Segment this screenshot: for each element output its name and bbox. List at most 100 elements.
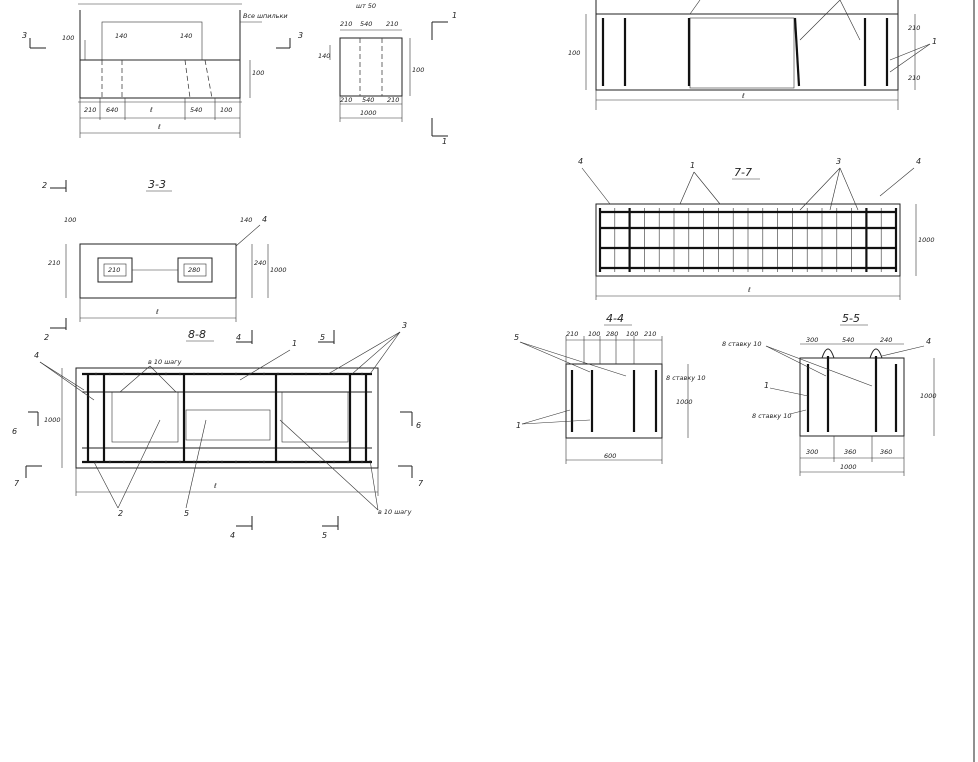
- rebar-dot: [346, 460, 350, 464]
- dim-55-1000-v: 1000: [920, 392, 937, 400]
- mark-88-2: 2: [118, 509, 123, 518]
- mark-55-1: 1: [764, 381, 769, 390]
- section-5-5: 5-5 300 540 240 300 360 360 1000 1000 8 …: [722, 312, 937, 476]
- callout-88-bottom: в 10 шагу: [378, 508, 412, 516]
- dim-33-210: 210: [48, 259, 60, 267]
- mark-3-left: 3: [22, 31, 27, 40]
- rebar-dot: [108, 372, 112, 376]
- dim-55-300: 300: [806, 336, 818, 344]
- rebar-dot: [318, 372, 322, 376]
- rebar-dot: [206, 460, 210, 464]
- mark-5-bottom: 5: [322, 531, 327, 540]
- rebar-dot: [332, 372, 336, 376]
- dim-540: 540: [190, 106, 202, 114]
- rebar-dot: [150, 460, 154, 464]
- dim-44-210-b: 210: [644, 330, 656, 338]
- dim-100: 100: [220, 106, 232, 114]
- rebar-dot: [290, 460, 294, 464]
- callout-55-a: 8 ставку 10: [722, 340, 762, 348]
- dim-55-300-b: 300: [806, 448, 818, 456]
- dim-140-b: 140: [180, 32, 192, 40]
- rebar-dot: [304, 460, 308, 464]
- rebar-dot: [262, 460, 266, 464]
- dim-33-hole-b: 280: [188, 266, 200, 274]
- dim-55-240: 240: [880, 336, 892, 344]
- rebar-dot: [332, 460, 336, 464]
- view-top-left-elevation: 210 640 ℓ 540 100 ℓ 100 100 140 140 Все …: [22, 3, 303, 138]
- rebar-dot: [276, 460, 280, 464]
- dim-44-210-a: 210: [566, 330, 578, 338]
- section-8-8: 8-8 ℓ 1000 в 10 шагу в 10 шагу 1 3: [12, 321, 424, 540]
- rebar-dot: [178, 372, 182, 376]
- rebar-dots-8-8: [94, 372, 364, 464]
- dim-tr-100: 100: [568, 49, 580, 57]
- dim-88-l: ℓ: [214, 482, 217, 490]
- rebar-dot: [234, 460, 238, 464]
- rebar-dot: [276, 372, 280, 376]
- mark-tr-1: 1: [932, 37, 937, 46]
- rebar-dot: [220, 460, 224, 464]
- callout-44: 8 ставку 10: [666, 374, 706, 382]
- mark-7-right: 7: [418, 479, 424, 488]
- dim-end-140: 140: [318, 52, 330, 60]
- dim-33-140: 140: [240, 216, 252, 224]
- rebar-dot: [360, 460, 364, 464]
- mark-2-top: 2: [42, 181, 47, 190]
- rebar-dot: [178, 460, 182, 464]
- dim-44-100-b: 100: [626, 330, 638, 338]
- section-title-3-3: 3-3: [148, 178, 166, 191]
- dim-end-210-c: 210: [340, 96, 352, 104]
- dim-88-1000: 1000: [44, 416, 61, 424]
- rebar-dot: [360, 372, 364, 376]
- dim-55-360: 360: [844, 448, 856, 456]
- dim-tr-210: 210: [908, 24, 920, 32]
- callout-bolts: Все шпильки: [243, 12, 288, 20]
- rebar-dot: [192, 372, 196, 376]
- rebar-dot: [346, 372, 350, 376]
- rebar-dot: [318, 460, 322, 464]
- rebar-dot: [234, 372, 238, 376]
- dim-44-100-a: 100: [588, 330, 600, 338]
- mark-33-4: 4: [262, 215, 267, 224]
- mark-88-4: 4: [34, 351, 39, 360]
- dim-end-1000: 1000: [360, 109, 377, 117]
- dim-end-210-b: 210: [386, 20, 398, 28]
- rebar-dot: [94, 372, 98, 376]
- dim-end-210-d: 210: [387, 96, 399, 104]
- mark-55-4: 4: [926, 337, 931, 346]
- section-title-8-8: 8-8: [188, 328, 206, 341]
- dim-100-left: 100: [62, 34, 74, 42]
- dim-33-100: 100: [64, 216, 76, 224]
- mark-88-5: 5: [184, 509, 189, 518]
- dim-33-1000: 1000: [270, 266, 287, 274]
- mark-44-1: 1: [516, 421, 521, 430]
- mark-88-1: 1: [292, 339, 297, 348]
- dim-tr-210-b: 210: [908, 74, 920, 82]
- dim-55-540: 540: [842, 336, 854, 344]
- rebar-dot: [220, 372, 224, 376]
- view-top-right-elevation: ℓ 100 210 210 1: [568, 0, 937, 110]
- mark-77-4-right: 4: [916, 157, 921, 166]
- rebar-dot: [164, 372, 168, 376]
- dim-33-l: ℓ: [156, 308, 159, 316]
- rebar-dot: [136, 460, 140, 464]
- dim-33-hole-a: 210: [108, 266, 120, 274]
- dim-44-1000: 1000: [676, 398, 693, 406]
- rebar-dot: [136, 372, 140, 376]
- section-3-3: 3-3 ℓ 100 140 210 240 1000 210 280 4 2 2: [42, 178, 287, 342]
- dim-l-total: ℓ: [158, 123, 161, 131]
- mark-5-top: 5: [320, 333, 325, 342]
- callout-top-note: шт 50: [356, 2, 376, 10]
- mark-3-right: 3: [298, 31, 303, 40]
- section-title-7-7: 7-7: [734, 166, 752, 179]
- dim-end-540: 540: [360, 20, 372, 28]
- dim-77-l: ℓ: [748, 286, 751, 294]
- rebar-grid-7-7: [598, 208, 898, 272]
- mark-77-3: 3: [836, 157, 841, 166]
- rebar-dot: [122, 460, 126, 464]
- mark-7-left: 7: [14, 479, 20, 488]
- dim-l: ℓ: [150, 106, 153, 114]
- mark-1-bottom: 1: [442, 137, 447, 146]
